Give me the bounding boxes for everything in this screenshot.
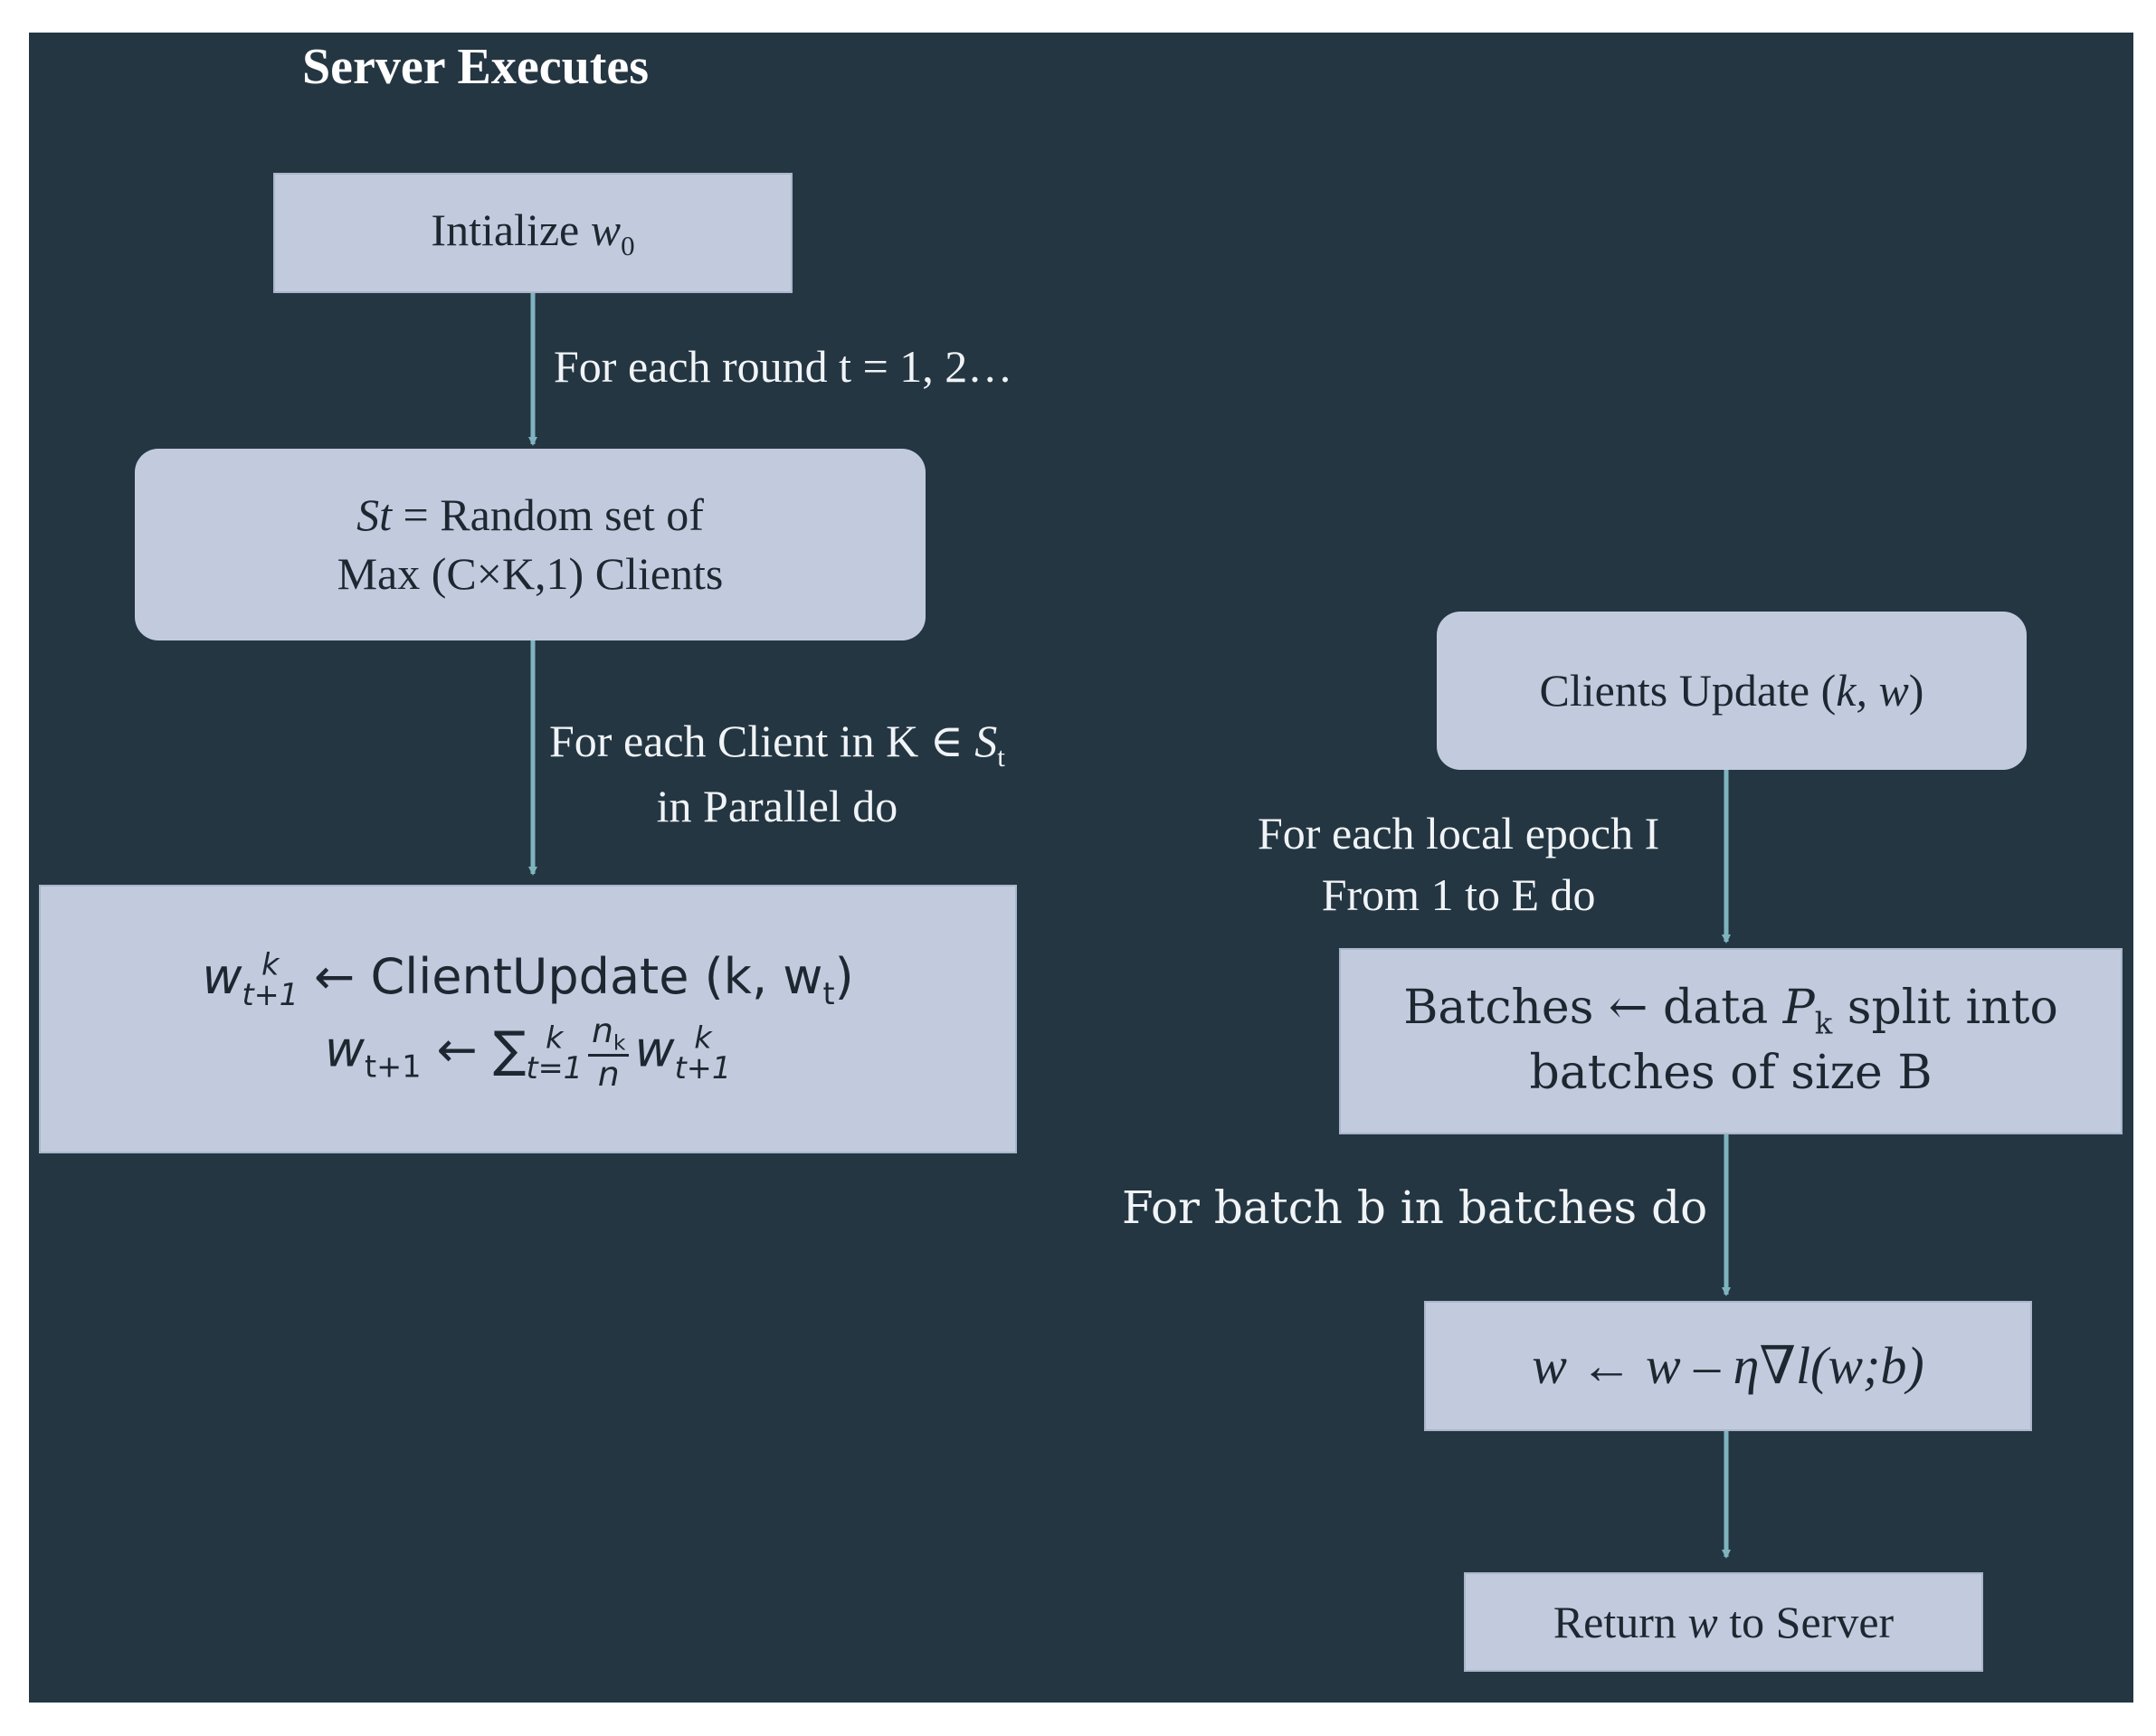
select-line1: = Random set of xyxy=(392,489,704,540)
eq1-rhs: ClientUpdate (k, w xyxy=(370,947,823,1005)
eq2-lhs-sub: t+1 xyxy=(365,1048,422,1085)
return-text-b: to Server xyxy=(1717,1596,1895,1647)
edge-parallel-text: For each Client in K ∈ xyxy=(549,716,975,766)
batches-box: Batches ← data Pk split into batches of … xyxy=(1339,948,2123,1134)
return-var: w xyxy=(1687,1596,1718,1647)
eq2-sum-sub: t=1 xyxy=(526,1050,583,1086)
batches-line2: batches of size B xyxy=(1529,1046,1933,1101)
initialize-box: Intialize w0 xyxy=(273,173,793,293)
edge-parallel-label: For each Client in K ∈ St in Parallel do xyxy=(549,711,1005,837)
eq1-arrow: ← xyxy=(298,947,371,1005)
clients-update-end: ) xyxy=(1908,665,1924,716)
eq1-lhs-sub: t+1 xyxy=(242,977,299,1013)
edge-parallel-sub: t xyxy=(997,741,1005,773)
batches-var: P xyxy=(1782,981,1815,1036)
init-sub: 0 xyxy=(621,230,635,262)
edge-epoch-line2: From 1 to E do xyxy=(1321,868,1596,920)
eq2-sum: ∑ xyxy=(493,1020,527,1078)
return-text-a: Return xyxy=(1553,1596,1688,1647)
return-box: Return w to Server xyxy=(1464,1572,1983,1672)
diagram-title: Server Executes xyxy=(302,39,650,95)
eq2-frac-num: n xyxy=(591,1010,613,1051)
edge-parallel-var: S xyxy=(974,716,998,766)
init-var: w xyxy=(590,204,622,256)
eq2-frac-num-sub: k xyxy=(613,1029,626,1056)
batches-text-b: split into xyxy=(1832,981,2058,1036)
edge-parallel-line2: in Parallel do xyxy=(656,780,898,831)
sgd-update-text: w ← w – η∇l(w;b) xyxy=(1532,1336,1924,1396)
eq2-w-sub: t+1 xyxy=(674,1050,732,1086)
select-var: St xyxy=(356,489,393,540)
eq1-lhs: w xyxy=(202,947,242,1005)
clients-update-text: Clients Update ( xyxy=(1539,665,1837,716)
eq1-lhs-sup: k xyxy=(261,946,280,982)
eq2-arrow: ← xyxy=(421,1020,494,1078)
eq1-rhs-end: ) xyxy=(834,947,854,1005)
eq2-w: w xyxy=(634,1020,675,1078)
edge-round-label: For each round t = 1, 2… xyxy=(554,341,1013,392)
eq2-w-sup: k xyxy=(694,1020,712,1056)
init-text: Intialize xyxy=(431,204,591,256)
edge-epoch-label: For each local epoch I From 1 to E do xyxy=(1258,803,1659,925)
arrows-layer xyxy=(528,293,1731,1559)
edge-epoch-line1: For each local epoch I xyxy=(1258,808,1660,859)
batches-text-a: Batches ← data xyxy=(1403,981,1783,1036)
batches-sub: k xyxy=(1814,1006,1833,1041)
select-clients-box: St = Random set of Max (C×K,1) Clients xyxy=(135,449,926,640)
edge-batch-label: For batch b in batches do xyxy=(1122,1181,1708,1234)
eq1-rhs-sub: t xyxy=(822,975,835,1011)
diagram-canvas: Server Executes Intialize w0 For each ro… xyxy=(29,33,2133,1703)
eq2-frac-den: n xyxy=(597,1054,620,1095)
select-line2: Max (C×K,1) Clients xyxy=(337,548,724,599)
clients-update-vars: k, w xyxy=(1836,665,1909,716)
eq2-lhs: w xyxy=(324,1020,366,1078)
eq2-sum-sup: k xyxy=(546,1020,564,1056)
clients-update-box: Clients Update (k, w) xyxy=(1437,612,2027,770)
sgd-update-box: w ← w – η∇l(w;b) xyxy=(1424,1301,2032,1431)
